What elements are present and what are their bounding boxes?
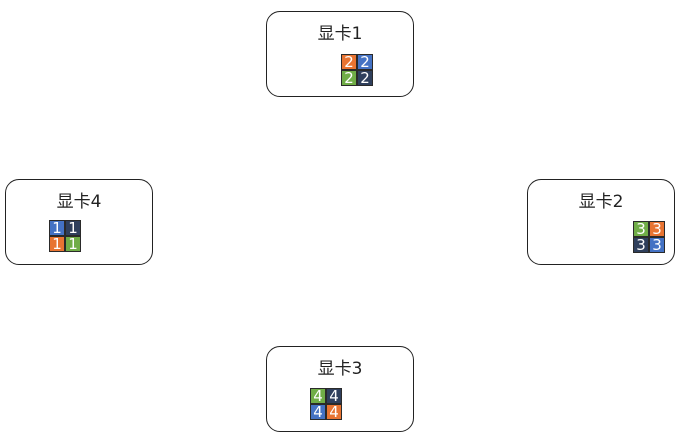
data-block-grid: 1 1 1 1 (49, 220, 81, 252)
data-block: 1 (65, 236, 81, 252)
data-block: 1 (49, 236, 65, 252)
data-block: 4 (310, 388, 326, 404)
gpu-card-title: 显卡3 (317, 359, 363, 379)
data-block: 2 (357, 54, 373, 70)
data-block: 3 (649, 237, 665, 253)
data-block: 4 (326, 388, 342, 404)
data-block-grid: 4 4 4 4 (310, 388, 342, 420)
gpu-card-title: 显卡4 (56, 192, 102, 212)
data-block: 3 (633, 237, 649, 253)
data-block: 2 (357, 70, 373, 86)
gpu-card-title: 显卡1 (317, 24, 363, 44)
data-block-grid: 3 3 3 3 (633, 221, 665, 253)
data-block: 3 (633, 221, 649, 237)
gpu-card-4: 显卡4 1 1 1 1 (5, 179, 153, 265)
data-block-grid: 2 2 2 2 (341, 54, 373, 86)
data-block: 4 (310, 404, 326, 420)
data-block: 3 (649, 221, 665, 237)
data-block: 1 (65, 220, 81, 236)
data-block: 2 (341, 70, 357, 86)
gpu-card-1: 显卡1 2 2 2 2 (266, 11, 414, 97)
gpu-card-3: 显卡3 4 4 4 4 (266, 346, 414, 432)
gpu-card-2: 显卡2 3 3 3 3 (527, 179, 675, 265)
gpu-card-title: 显卡2 (578, 192, 624, 212)
data-block: 1 (49, 220, 65, 236)
data-block: 4 (326, 404, 342, 420)
data-block: 2 (341, 54, 357, 70)
